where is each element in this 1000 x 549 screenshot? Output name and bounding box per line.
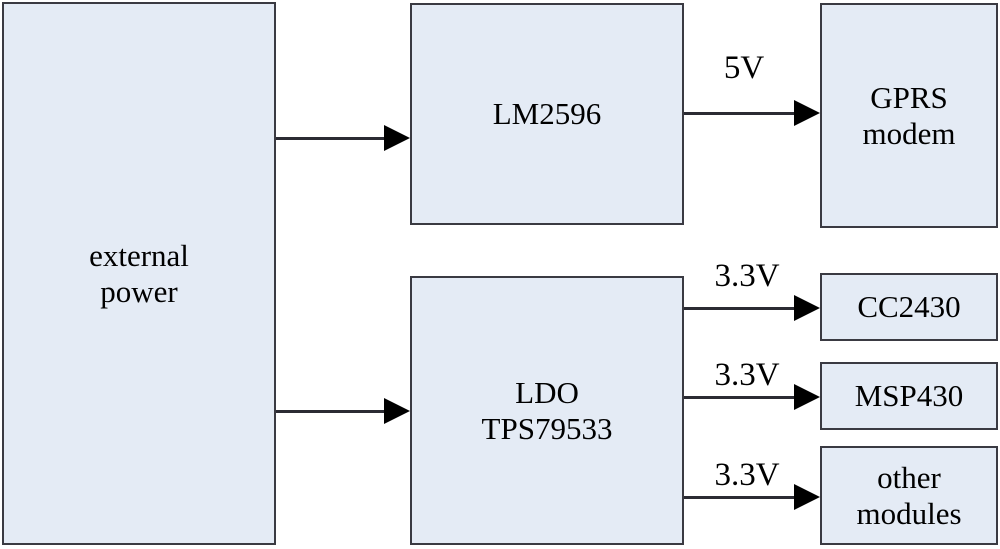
block-other-modules: other modules [820, 446, 998, 545]
arrow-head [794, 295, 820, 321]
edge-label-3v3-cc2430: 3.3V [714, 258, 780, 294]
arrow-shaft [276, 136, 386, 140]
arrow-head [384, 125, 410, 151]
block-lm2596-label: LM2596 [492, 96, 602, 132]
block-external-power: external power [2, 2, 276, 545]
block-gprs-modem: GPRS modem [820, 3, 998, 228]
block-msp430: MSP430 [820, 362, 998, 430]
block-external-power-label: external power [89, 237, 189, 309]
block-msp430-label: MSP430 [854, 378, 964, 414]
arrow-shaft [276, 409, 386, 413]
block-ldo-tps79533-label: LDO TPS79533 [481, 374, 613, 446]
arrow-head [384, 398, 410, 424]
arrow-shaft [684, 111, 796, 115]
edge-label-5v: 5V [723, 50, 765, 86]
arrow-head [794, 100, 820, 126]
block-ldo-tps79533: LDO TPS79533 [410, 276, 684, 545]
arrow-shaft [684, 395, 796, 399]
block-lm2596: LM2596 [410, 3, 684, 225]
arrow-head [794, 484, 820, 510]
block-cc2430-label: CC2430 [857, 289, 961, 325]
block-cc2430: CC2430 [820, 273, 998, 341]
arrow-head [794, 384, 820, 410]
edge-label-3v3-msp430: 3.3V [714, 357, 780, 393]
block-gprs-modem-label: GPRS modem [862, 79, 956, 151]
arrow-shaft [684, 495, 796, 499]
arrow-shaft [684, 306, 796, 310]
edge-label-3v3-other-modules: 3.3V [714, 457, 780, 493]
block-other-modules-label: other modules [856, 459, 962, 531]
